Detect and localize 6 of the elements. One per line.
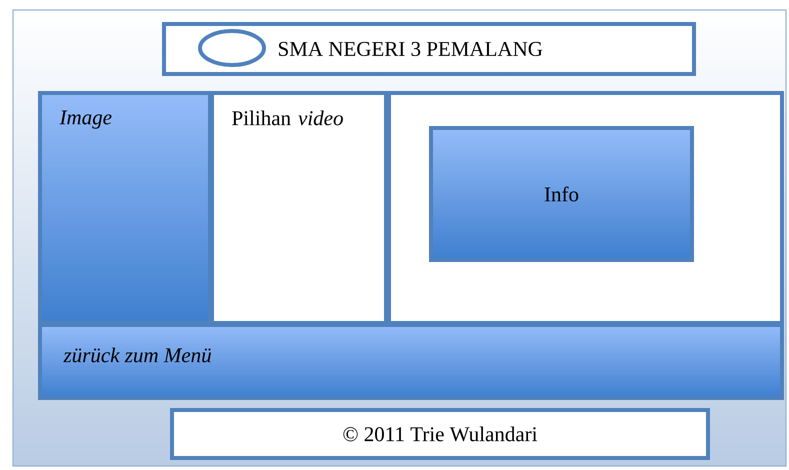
- info-box: Info: [429, 126, 694, 262]
- video-list-panel: Pilihan video: [210, 91, 388, 325]
- image-panel: Image: [38, 91, 212, 325]
- menu-bar: zürück zum Menü: [38, 322, 784, 400]
- header-box: SMA NEGERI 3 PEMALANG: [162, 22, 696, 76]
- footer-box: © 2011 Trie Wulandari: [170, 408, 710, 460]
